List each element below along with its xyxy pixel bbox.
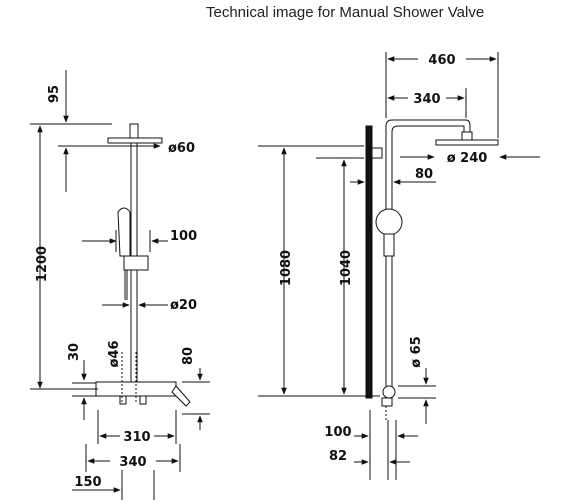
dim-label-20: ø20 [170, 298, 197, 313]
dim-label-150: 150 [74, 475, 101, 490]
shower-head-plate [107, 137, 163, 144]
dim-label-30: 30 [67, 343, 82, 361]
hand-shower-head [375, 208, 403, 236]
dim-label-80-mixer: 80 [181, 347, 196, 365]
dim-label-460: 460 [428, 53, 455, 68]
dim-label-60: ø60 [168, 141, 195, 156]
diagram-caption: Technical image for Manual Shower Valve [206, 4, 485, 21]
dim-label-100-hand-shower: 100 [170, 229, 197, 244]
dim-label-1200: 1200 [35, 246, 50, 282]
dim-label-1040: 1040 [339, 250, 354, 286]
dim-label-310: 310 [123, 430, 150, 445]
dim-label-1080: 1080 [279, 250, 294, 286]
head-connector [129, 123, 139, 139]
front-view [30, 70, 210, 500]
hand-shower [117, 207, 131, 257]
wall [365, 125, 373, 399]
dim-label-240: ø 240 [447, 151, 488, 166]
shower-arm [385, 119, 471, 134]
dim-label-100-side: 100 [324, 425, 351, 440]
dim-label-340: 340 [119, 455, 146, 470]
side-thermostat [382, 385, 396, 399]
spout [171, 385, 191, 407]
dim-label-95: 95 [47, 85, 62, 103]
dim-label-340-arm: 340 [413, 92, 440, 107]
dim-label-82: 82 [329, 449, 347, 464]
side-shower-head [435, 139, 499, 146]
dim-label-80-side: 80 [415, 167, 433, 182]
side-view [258, 52, 540, 480]
hand-shower-holder [123, 255, 149, 271]
dim-label-65: ø 65 [409, 336, 424, 368]
dim-label-46: ø46 [107, 340, 122, 367]
